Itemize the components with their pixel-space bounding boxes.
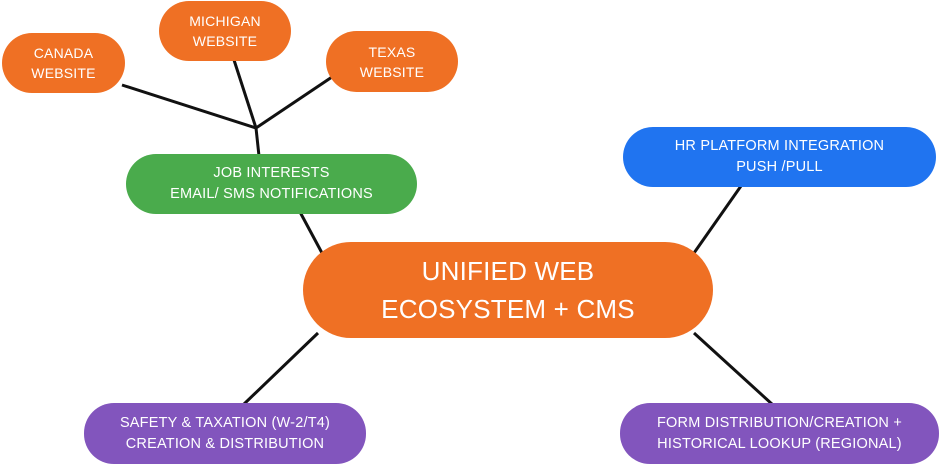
node-label-line2: EMAIL/ SMS NOTIFICATIONS <box>170 186 373 202</box>
node-texas-website: TEXAS WEBSITE <box>326 31 458 92</box>
node-job-interests: JOB INTERESTS EMAIL/ SMS NOTIFICATIONS <box>126 154 417 214</box>
node-label-line1: MICHIGAN <box>189 13 261 29</box>
node-hr-platform-integration: HR PLATFORM INTEGRATION PUSH /PULL <box>623 127 936 187</box>
connector-center-safety <box>241 331 320 407</box>
node-label-line2: WEBSITE <box>359 63 425 80</box>
node-label-line2: WEBSITE <box>31 65 96 81</box>
node-canada-website: CANADA WEBSITE <box>2 33 125 93</box>
node-label-line1: TEXAS <box>368 43 416 60</box>
connector-texas-hub <box>255 75 333 130</box>
node-form-distribution: FORM DISTRIBUTION/CREATION + HISTORICAL … <box>620 403 939 464</box>
connector-center-hr <box>692 185 743 254</box>
node-michigan-website: MICHIGAN WEBSITE <box>159 1 291 61</box>
connector-hub-jobs <box>254 127 261 157</box>
node-label-line2: CREATION & DISTRIBUTION <box>125 435 325 452</box>
node-label-line1: UNIFIED WEB <box>421 256 595 286</box>
node-label-line2: ECOSYSTEM + CMS <box>381 294 635 324</box>
node-label-line1: SAFETY & TAXATION (W-2/T4) <box>119 414 331 431</box>
node-label-line1: HR PLATFORM INTEGRATION <box>674 138 885 154</box>
connector-canada-hub <box>121 83 257 130</box>
node-label-line2: PUSH /PULL <box>736 159 823 175</box>
node-label-line2: WEBSITE <box>192 33 258 49</box>
node-label-line2: HISTORICAL LOOKUP (REGIONAL) <box>657 435 902 452</box>
node-unified-web-ecosystem: UNIFIED WEB ECOSYSTEM + CMS <box>303 242 713 338</box>
connector-center-forms <box>692 331 775 407</box>
node-label-line1: FORM DISTRIBUTION/CREATION + <box>657 414 902 431</box>
node-label-line1: CANADA <box>33 45 94 61</box>
connector-jobs-center <box>298 211 324 254</box>
connector-michigan-hub <box>232 59 258 129</box>
node-safety-taxation: SAFETY & TAXATION (W-2/T4) CREATION & DI… <box>84 403 366 464</box>
node-label-line1: JOB INTERESTS <box>213 165 330 181</box>
